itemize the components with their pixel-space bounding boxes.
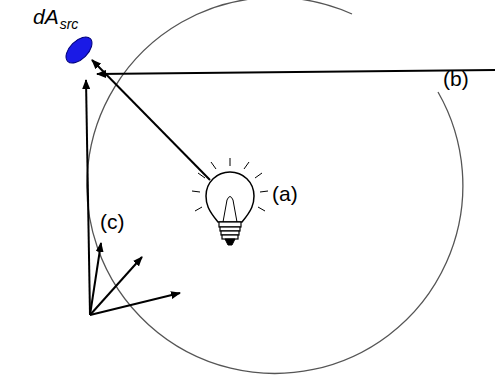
- ray-arrow: [97, 70, 495, 74]
- area-label: dA: [33, 6, 59, 27]
- ray-fan: [86, 80, 180, 315]
- sphere-outline: [87, 0, 463, 373]
- light-bulb: [192, 158, 268, 245]
- ray-arrow: [92, 60, 210, 180]
- area-subscript: src: [60, 17, 79, 31]
- callout-label: (c): [100, 211, 125, 232]
- callout-label: (a): [272, 183, 298, 204]
- area-patch: [61, 32, 96, 67]
- callout-label: (b): [443, 68, 469, 89]
